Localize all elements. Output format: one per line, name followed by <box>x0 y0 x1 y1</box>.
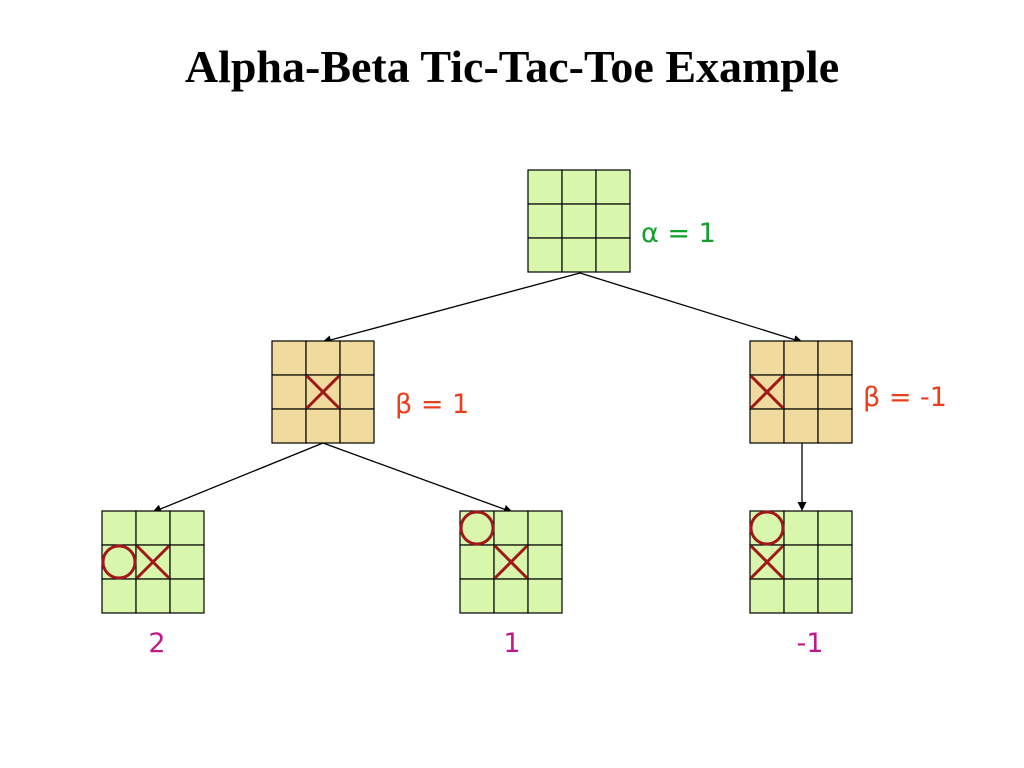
board-cell <box>305 408 341 444</box>
board-cell <box>595 203 631 239</box>
diagram-title: Alpha-Beta Tic-Tac-Toe Example <box>184 41 840 92</box>
x-mark <box>135 544 171 580</box>
edge-root-right <box>579 272 803 344</box>
board-right-min <box>749 340 853 444</box>
o-mark <box>749 510 785 546</box>
board-cell <box>817 510 853 546</box>
board-cell <box>339 408 375 444</box>
tree-edges <box>152 272 807 514</box>
board-cell <box>493 578 529 614</box>
board-cell <box>135 510 171 546</box>
board-cell <box>169 544 205 580</box>
board-cell <box>339 374 375 410</box>
board-cell <box>783 340 819 376</box>
board-cell <box>339 340 375 376</box>
board-cell <box>561 203 597 239</box>
board-cell <box>783 374 819 410</box>
leaf-3-value: -1 <box>797 628 824 659</box>
board-cell <box>527 578 563 614</box>
board-leaf-3 <box>749 510 853 614</box>
x-mark <box>749 374 785 410</box>
edge-root-left <box>322 272 581 345</box>
o-mark <box>459 510 495 546</box>
right-beta-label: β = -1 <box>863 382 947 413</box>
board-cell <box>783 544 819 580</box>
board-cell <box>493 510 529 546</box>
leaf-1-value: 2 <box>148 628 165 659</box>
board-cell <box>749 408 785 444</box>
board-cell <box>527 544 563 580</box>
board-cell <box>817 340 853 376</box>
board-cell <box>817 374 853 410</box>
board-cell <box>817 544 853 580</box>
board-leaf-2 <box>459 510 563 614</box>
board-cell <box>595 237 631 273</box>
board-cell <box>305 340 341 376</box>
left-beta-label: β = 1 <box>395 389 469 420</box>
board-cell <box>527 203 563 239</box>
board-cell <box>561 169 597 205</box>
board-root <box>527 169 631 273</box>
edge-left-leaf2 <box>322 442 513 514</box>
board-cell <box>817 408 853 444</box>
board-cell <box>459 544 495 580</box>
board-cell <box>749 340 785 376</box>
board-cell <box>749 578 785 614</box>
board-cell <box>135 578 171 614</box>
board-cell <box>459 578 495 614</box>
board-left-min <box>271 340 375 444</box>
edge-left-leaf1 <box>152 442 324 514</box>
board-cell <box>271 408 307 444</box>
board-cell <box>783 578 819 614</box>
board-cell <box>595 169 631 205</box>
leaf-2-value: 1 <box>503 628 520 659</box>
board-cell <box>271 374 307 410</box>
o-mark <box>101 544 137 580</box>
board-cell <box>527 237 563 273</box>
x-mark <box>493 544 529 580</box>
board-cell <box>101 510 137 546</box>
board-cell <box>169 578 205 614</box>
board-cell <box>783 408 819 444</box>
board-cell <box>527 510 563 546</box>
board-cell <box>817 578 853 614</box>
board-leaf-1 <box>101 510 205 614</box>
root-alpha-label: α = 1 <box>641 218 716 249</box>
x-mark <box>749 544 785 580</box>
board-cell <box>527 169 563 205</box>
board-cell <box>169 510 205 546</box>
board-cell <box>561 237 597 273</box>
x-mark <box>305 374 341 410</box>
board-cell <box>101 578 137 614</box>
board-cell <box>271 340 307 376</box>
board-cell <box>783 510 819 546</box>
